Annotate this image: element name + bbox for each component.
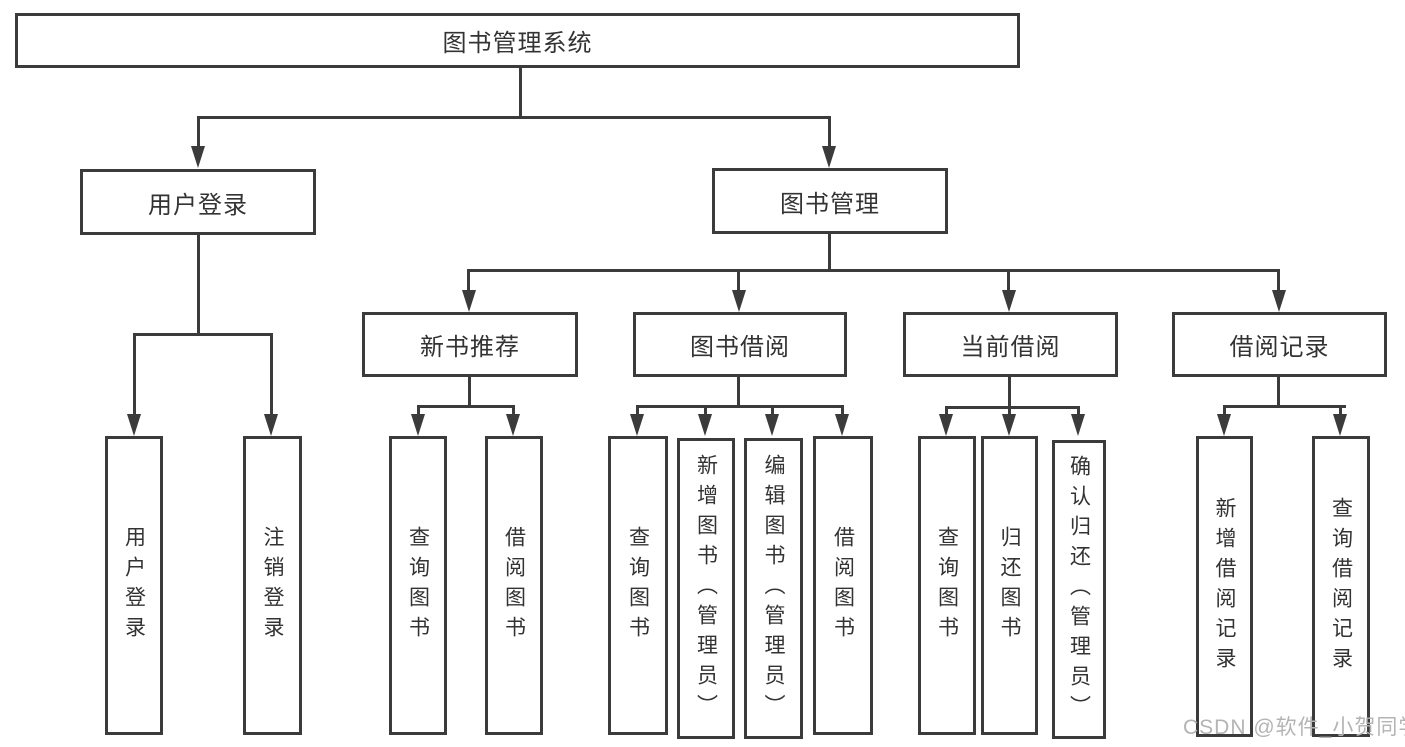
node-label: 图书借阅: [690, 334, 790, 361]
connector-drop-borrow-books-2: [841, 405, 844, 416]
arrow-add-borrow-record: [1217, 414, 1231, 436]
arrow-book-management: [822, 146, 836, 168]
connector-borrow-records-stem: [1277, 377, 1280, 408]
connector-current-borrow-stem: [1008, 377, 1011, 409]
leaf-label: 注销登录: [261, 525, 284, 646]
leaf-label: 借阅图书: [502, 525, 526, 646]
arrow-new-book: [462, 290, 476, 312]
arrow-leaf-user-login: [127, 414, 141, 436]
connector-drop-return-book: [1008, 406, 1011, 416]
node-label: 借阅记录: [1229, 334, 1330, 361]
leaf-label: 查询图书: [406, 525, 430, 646]
arrow-current-borrow: [1002, 290, 1016, 312]
arrow-book-borrow: [732, 290, 746, 312]
leaf-user-login: 用户登录: [105, 436, 163, 735]
node-user-login: 用户登录: [80, 169, 316, 235]
leaf-label: 用户登录: [122, 525, 146, 646]
node-label: 当前借阅: [960, 334, 1061, 361]
arrow-confirm-return: [1071, 414, 1085, 436]
leaf-label: 归还图书: [998, 525, 1021, 646]
arrow-query-books-1: [411, 414, 425, 436]
node-label: 图书管理系统: [442, 30, 593, 57]
connector-drop-leaf-user-login: [133, 333, 136, 414]
arrow-add-book: [698, 414, 712, 436]
leaf-label: 编辑图书（管理员）: [762, 453, 785, 724]
connector-book-borrow-stem: [737, 377, 740, 408]
node-book-borrow: 图书借阅: [633, 312, 847, 377]
node-library-management-system: 图书管理系统: [15, 13, 1020, 68]
arrow-query-books-2: [630, 414, 644, 436]
leaf-return-book: 归还图书: [981, 436, 1038, 735]
connector-drop-new-book: [467, 269, 470, 292]
connector-drop-confirm-return: [1077, 406, 1080, 416]
arrow-borrow-records: [1272, 290, 1286, 312]
leaf-query-borrow-record: 查询借阅记录: [1312, 436, 1370, 737]
connector-current-borrow-bus: [945, 406, 1080, 409]
leaf-query-books-3: 查询图书: [918, 436, 976, 735]
connector-drop-add-book: [704, 405, 707, 416]
leaf-label: 查询图书: [935, 525, 959, 646]
leaf-query-books-1: 查询图书: [389, 436, 447, 735]
connector-drop-edit-book: [771, 405, 774, 416]
connector-root-bus: [197, 116, 831, 119]
node-label: 新书推荐: [420, 334, 520, 361]
connector-drop-borrow-records: [1277, 269, 1280, 292]
leaf-confirm-return-admin: 确认归还（管理员）: [1052, 440, 1106, 739]
node-borrow-records: 借阅记录: [1172, 312, 1387, 377]
node-label: 用户登录: [148, 191, 248, 219]
arrow-query-books-3: [939, 414, 953, 436]
leaf-logout: 注销登录: [243, 436, 302, 735]
leaf-add-borrow-record: 新增借阅记录: [1196, 436, 1253, 737]
leaf-label: 新增借阅记录: [1213, 496, 1236, 677]
connector-user-login-bus: [133, 333, 273, 336]
connector-user-login-stem: [197, 234, 200, 336]
leaf-borrow-books-2: 借阅图书: [813, 436, 873, 735]
connector-book-management-stem: [828, 233, 831, 272]
csdn-watermark: CSDN @软件_小贺同学: [1183, 716, 1405, 739]
connector-book-management-bus: [467, 269, 1280, 272]
connector-drop-user-login: [197, 116, 200, 148]
connector-drop-query-books-2: [636, 405, 639, 416]
connector-drop-query-books-1: [417, 405, 420, 416]
connector-drop-query-borrow-record: [1339, 405, 1342, 416]
leaf-add-book-admin: 新增图书（管理员）: [677, 438, 735, 739]
connector-new-book-stem: [468, 377, 471, 408]
arrow-query-borrow-record: [1333, 414, 1347, 436]
leaf-borrow-books-1: 借阅图书: [485, 436, 543, 735]
connector-drop-borrow-books-1: [512, 405, 515, 416]
connector-borrow-records-bus: [1223, 405, 1346, 408]
connector-drop-book-borrow: [737, 269, 740, 292]
connector-drop-leaf-logout: [270, 333, 273, 414]
arrow-edit-book: [765, 414, 779, 436]
connector-root-stem: [519, 68, 522, 119]
leaf-label: 新增图书（管理员）: [694, 453, 718, 724]
node-current-borrow: 当前借阅: [903, 312, 1118, 377]
connector-drop-add-borrow-record: [1223, 405, 1226, 416]
connector-book-borrow-bus: [636, 405, 844, 408]
node-label: 图书管理: [780, 190, 880, 218]
leaf-label: 查询图书: [626, 525, 650, 646]
leaf-label: 借阅图书: [831, 525, 855, 646]
leaf-label: 查询借阅记录: [1329, 496, 1353, 677]
arrow-return-book: [1002, 414, 1016, 436]
arrow-user-login: [191, 146, 205, 168]
node-book-management: 图书管理: [712, 168, 948, 234]
arrow-borrow-books-2: [835, 414, 849, 436]
arrow-leaf-logout: [264, 414, 278, 436]
arrow-borrow-books-1: [506, 414, 520, 436]
leaf-label: 确认归还（管理员）: [1067, 454, 1091, 725]
node-new-book-recommend: 新书推荐: [362, 312, 578, 377]
connector-drop-current-borrow: [1007, 269, 1010, 292]
leaf-edit-book-admin: 编辑图书（管理员）: [744, 438, 803, 739]
connector-drop-query-books-3: [945, 406, 948, 416]
connector-drop-book-management: [828, 116, 831, 148]
leaf-query-books-2: 查询图书: [608, 436, 668, 735]
connector-new-book-bus: [417, 405, 515, 408]
